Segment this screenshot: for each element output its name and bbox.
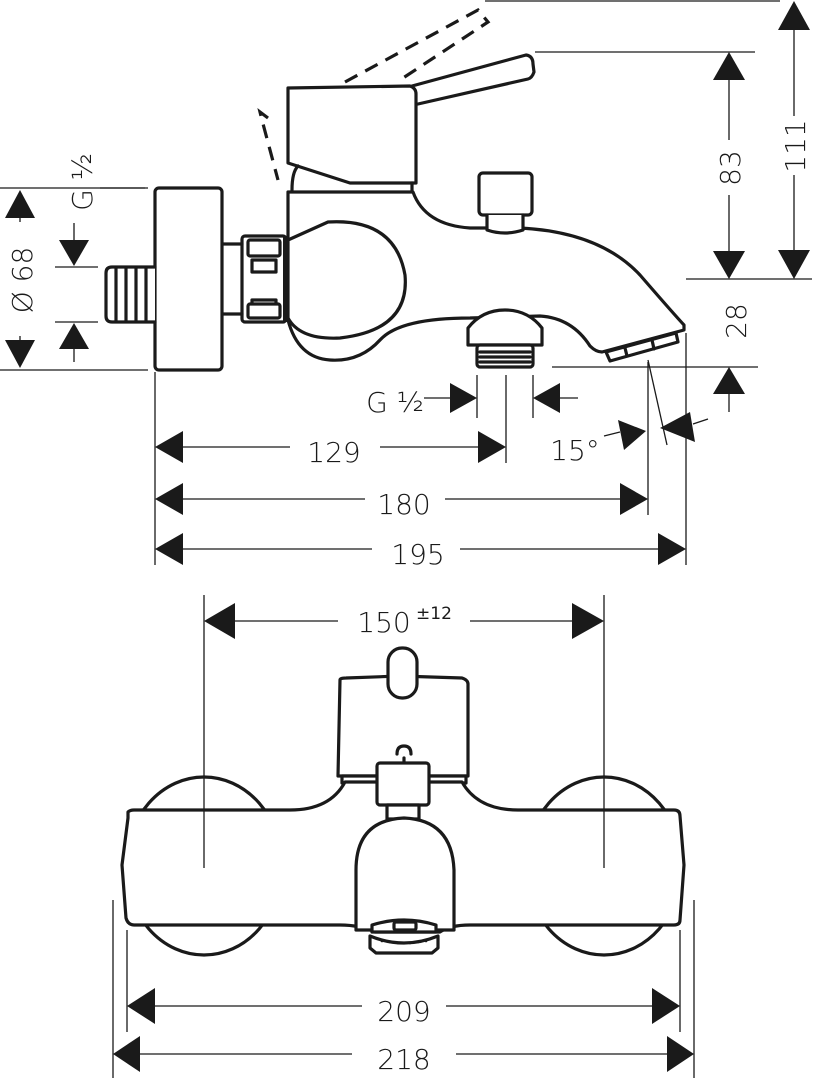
spout-aerator — [604, 331, 680, 363]
dim-overall-projection-label: 195 — [391, 538, 444, 571]
valve-body-bulge — [286, 220, 407, 340]
hex-nut — [240, 234, 289, 324]
dim-spout-thread: G ½ — [366, 375, 578, 463]
dim-overall-width: 218 — [113, 1036, 694, 1076]
front-view: 150 ±12 209 218 — [112, 595, 695, 1078]
dim-overall-projection: 195 — [155, 533, 686, 571]
dim-spout-angle: 15° — [550, 333, 709, 565]
dim-spout-thread-label: G ½ — [366, 386, 424, 419]
spout-front — [354, 816, 456, 932]
inlet-thread — [104, 265, 157, 324]
lever-handle — [410, 53, 536, 106]
dim-inlet-thread: G ½ — [55, 153, 145, 362]
wall-rosette — [153, 186, 224, 372]
dim-centres-label: 150 — [357, 606, 410, 639]
spout-connector — [466, 308, 544, 369]
dim-spout-tip-projection-label: 180 — [377, 488, 430, 521]
diverter-knob — [477, 171, 534, 235]
side-view: 111 83 28 Ø 68 — [0, 0, 812, 571]
dim-lever-height-label: 83 — [714, 150, 747, 186]
dim-body-width: 209 — [127, 988, 680, 1028]
dim-rosette-diameter-label: Ø 68 — [6, 247, 39, 314]
dim-centres-tolerance: ±12 — [416, 604, 452, 624]
dim-inlet-thread-label: G ½ — [66, 153, 99, 211]
dim-overall-height: 111 — [778, 1, 812, 279]
dim-centres: 150 ±12 — [204, 603, 604, 639]
dim-spout-height-label: 28 — [720, 303, 753, 339]
cartridge-cap-front — [336, 674, 470, 778]
dim-spout-angle-label: 15° — [550, 434, 600, 467]
dim-outlet-projection-label: 129 — [307, 436, 360, 469]
dim-overall-width-label: 218 — [377, 1043, 430, 1076]
dim-body-width-label: 209 — [377, 995, 430, 1028]
cap-neck — [290, 164, 300, 192]
dim-lever-height: 83 — [713, 52, 747, 279]
aerator-front — [368, 918, 440, 955]
dim-spout-height: 28 — [713, 303, 753, 412]
lever-front — [386, 646, 419, 700]
dim-overall-height-label: 111 — [779, 119, 812, 172]
cartridge-cap — [286, 84, 418, 185]
lever-alternate-position-dashed — [257, 7, 491, 181]
dim-outlet-projection: 129 — [155, 431, 506, 469]
dim-spout-tip-projection: 180 — [155, 483, 648, 521]
